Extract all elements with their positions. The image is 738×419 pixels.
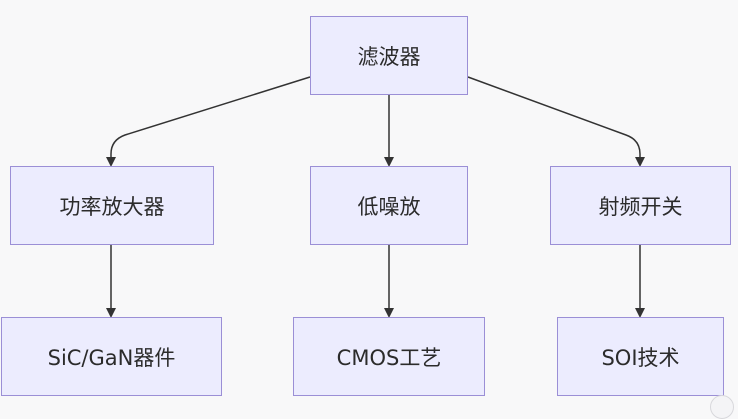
node-power-amplifier: 功率放大器: [10, 166, 214, 245]
edge-filter-to-rf-switch: [467, 76, 645, 167]
node-lna-label: 低噪放: [357, 194, 421, 219]
node-soi-technology: SOI技术: [557, 317, 724, 396]
node-rf-switch: 射频开关: [550, 166, 731, 245]
node-lna: 低噪放: [310, 166, 468, 245]
node-cmos-process: CMOS工艺: [293, 317, 485, 396]
node-filter-label: 滤波器: [357, 44, 421, 69]
corner-decoration: [710, 395, 734, 419]
node-filter: 滤波器: [310, 16, 468, 95]
node-sic-gan-device-label: SiC/GaN器件: [47, 345, 176, 370]
node-sic-gan-device: SiC/GaN器件: [1, 317, 222, 396]
edge-filter-to-power-amplifier: [106, 76, 311, 167]
node-power-amplifier-label: 功率放大器: [59, 194, 165, 219]
node-rf-switch-label: 射频开关: [598, 194, 683, 219]
node-soi-technology-label: SOI技术: [601, 345, 680, 370]
node-cmos-process-label: CMOS工艺: [336, 345, 442, 370]
